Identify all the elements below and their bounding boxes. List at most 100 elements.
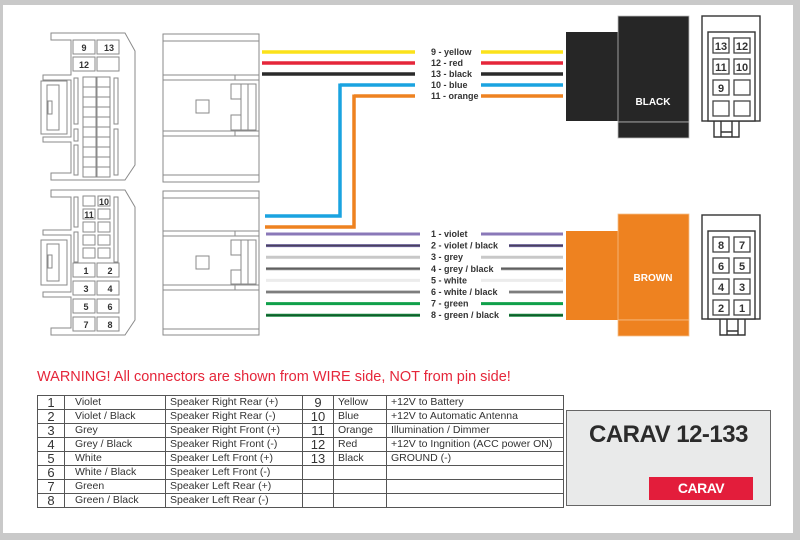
wire-label: 6 - white / black xyxy=(431,287,499,297)
wire-color: Green / Black xyxy=(64,493,166,508)
car-pin-label: 7 xyxy=(739,240,745,252)
black-connector-label: BLACK xyxy=(636,97,672,108)
pin-cavity xyxy=(82,116,97,128)
pin-number: 2 xyxy=(37,409,65,424)
pin-cavity xyxy=(96,166,111,178)
wire-color: Grey xyxy=(64,423,166,438)
wire-label: 5 - white xyxy=(431,275,467,285)
pin-number: 8 xyxy=(37,493,65,508)
upper-plug-side-view xyxy=(162,33,260,183)
model-title: CARAV 12-133 xyxy=(589,421,748,448)
pin-cavity xyxy=(82,156,97,168)
car-pin-label: 2 xyxy=(718,303,724,315)
pin-label: 3 xyxy=(83,284,88,294)
pin-cavity xyxy=(96,136,111,148)
pin-label: 5 xyxy=(83,302,88,312)
pin-number: 1 xyxy=(37,395,65,410)
wire-color xyxy=(333,465,387,480)
wire-label: 11 - orange xyxy=(431,91,479,101)
pin-function: GROUND (-) xyxy=(386,451,564,466)
wire-color: Violet xyxy=(64,395,166,410)
brand-logo: CARAV xyxy=(649,477,753,500)
pin-cavity xyxy=(96,146,111,158)
pin-cavity xyxy=(82,136,97,148)
car-pin-label: 9 xyxy=(718,83,724,95)
car-pin xyxy=(712,100,730,117)
pin-function: Speaker Right Front (-) xyxy=(165,437,303,452)
car-pin xyxy=(712,58,730,75)
pin-cavity-13 xyxy=(96,39,120,55)
wire-label: 9 - yellow xyxy=(431,47,473,57)
pin-label: 7 xyxy=(83,320,88,330)
wire-color: Grey / Black xyxy=(64,437,166,452)
pin-number xyxy=(302,479,334,494)
car-pin-label: 5 xyxy=(739,261,745,273)
pin-number xyxy=(302,465,334,480)
wire-label: 1 - violet xyxy=(431,229,468,239)
wire-color xyxy=(333,479,387,494)
pin-number: 11 xyxy=(302,423,334,438)
lower-plug-side-view xyxy=(162,190,260,336)
pin-cavity xyxy=(96,126,111,138)
car-pin xyxy=(733,257,751,274)
pin-number: 10 xyxy=(302,409,334,424)
wire-color: Violet / Black xyxy=(64,409,166,424)
pin-cavity-9 xyxy=(72,39,96,55)
wire-color: White xyxy=(64,451,166,466)
pin-function xyxy=(386,493,564,508)
pin-label: 4 xyxy=(107,284,112,294)
pin-function: Speaker Left Rear (-) xyxy=(165,493,303,508)
pin-number: 6 xyxy=(37,465,65,480)
wire-color: Orange xyxy=(333,423,387,438)
pin-number: 12 xyxy=(302,437,334,452)
pin-label: 2 xyxy=(107,266,112,276)
wire-drop xyxy=(265,94,356,229)
wire-color: White / Black xyxy=(64,465,166,480)
car-pin xyxy=(733,79,751,96)
car-pin xyxy=(733,58,751,75)
wire-drop xyxy=(265,83,342,218)
pin-function: Speaker Left Rear (+) xyxy=(165,479,303,494)
car-pin xyxy=(712,278,730,295)
car-pin-label: 6 xyxy=(718,261,724,273)
pin-function: Speaker Left Front (-) xyxy=(165,465,303,480)
pin-cavity xyxy=(82,96,97,108)
car-pin xyxy=(733,236,751,253)
warning-text: WARNING! All connectors are shown from W… xyxy=(37,369,511,385)
pin-cavity xyxy=(96,156,111,168)
pin-cavity xyxy=(96,116,111,128)
car-pin xyxy=(733,299,751,316)
pin-number: 9 xyxy=(302,395,334,410)
wire-color: Yellow xyxy=(333,395,387,410)
car-pin-label: 3 xyxy=(739,282,745,294)
pin-label: 11 xyxy=(84,210,94,220)
car-pin xyxy=(712,257,730,274)
pin-cavity xyxy=(82,126,97,138)
pin-cavity-11 xyxy=(82,208,96,220)
car-pin xyxy=(712,299,730,316)
car-pin xyxy=(712,236,730,253)
pin-number: 3 xyxy=(37,423,65,438)
wiring-diagram: 9 13 12 xyxy=(40,15,761,337)
upper-head-connector xyxy=(40,32,136,181)
pin-cavity xyxy=(96,96,111,108)
pin-cavity xyxy=(96,86,111,98)
wire-label: 7 - green xyxy=(431,299,469,309)
car-pin-label: 8 xyxy=(718,240,724,252)
wire-color: Black xyxy=(333,451,387,466)
car-pin xyxy=(733,37,751,54)
model-box: CARAV 12-133 CARAV xyxy=(566,410,771,506)
pin-label: 8 xyxy=(107,320,112,330)
wire-label: 4 - grey / black xyxy=(431,264,495,274)
wire-color: Red xyxy=(333,437,387,452)
black-car-connector: BLACK xyxy=(566,15,690,139)
wire-color xyxy=(333,493,387,508)
pin-function: Illumination / Dimmer xyxy=(386,423,564,438)
wire-label: 3 - grey xyxy=(431,252,463,262)
car-pin-label: 10 xyxy=(736,62,748,74)
